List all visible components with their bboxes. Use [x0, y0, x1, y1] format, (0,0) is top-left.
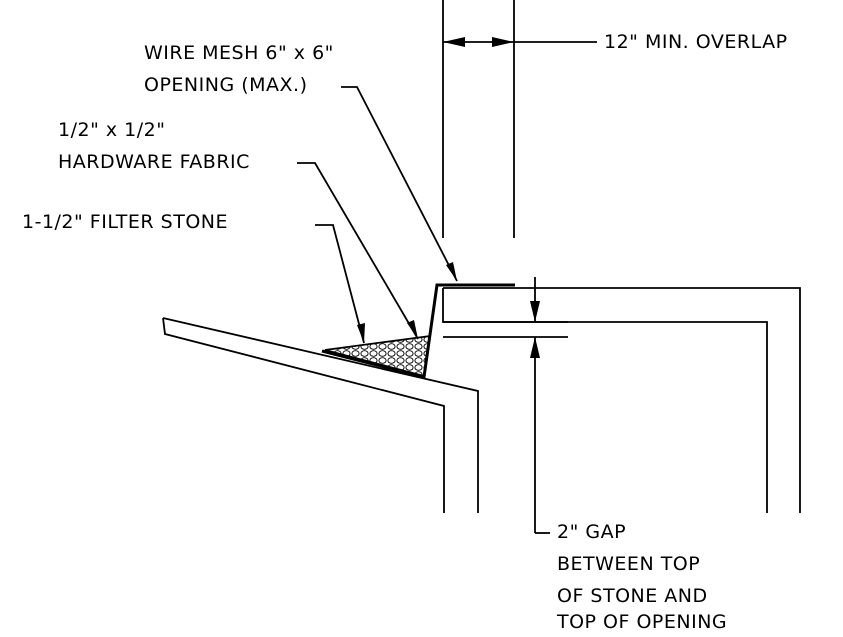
gap-label-4: TOP OF OPENING — [557, 611, 728, 633]
filter-stone-label: 1-1/2" FILTER STONE — [22, 211, 228, 233]
stone-leader — [315, 224, 365, 344]
sloped-slab — [162, 317, 479, 513]
wire-mesh-label-2: OPENING (MAX.) — [144, 74, 308, 96]
overlap-label: 12" MIN. OVERLAP — [604, 31, 788, 53]
gap-arrow-up — [530, 337, 540, 358]
wire-mesh-leader — [341, 86, 458, 282]
hardware-fabric — [321, 283, 515, 379]
wire-mesh-leader-arrow — [446, 262, 457, 281]
overlap-arrow-left — [443, 37, 465, 47]
gap-label-3: OF STONE AND — [557, 585, 708, 607]
gap-arrow-down — [530, 301, 540, 322]
inlet-box-inner — [442, 288, 768, 513]
fabric-leader-arrow — [407, 320, 418, 339]
fabric-label-2: HARDWARE FABRIC — [58, 151, 250, 173]
overlap-arrow-right — [492, 37, 514, 47]
fabric-leader — [297, 162, 419, 340]
inlet-box-outer — [443, 287, 801, 513]
gap-label-1: 2" GAP — [557, 521, 627, 543]
wire-mesh-label-1: WIRE MESH 6" x 6" — [144, 42, 334, 64]
gap-label-2: BETWEEN TOP — [557, 553, 701, 575]
stone-leader-arrow — [357, 323, 365, 343]
fabric-label-1: 1/2" x 1/2" — [58, 119, 166, 141]
